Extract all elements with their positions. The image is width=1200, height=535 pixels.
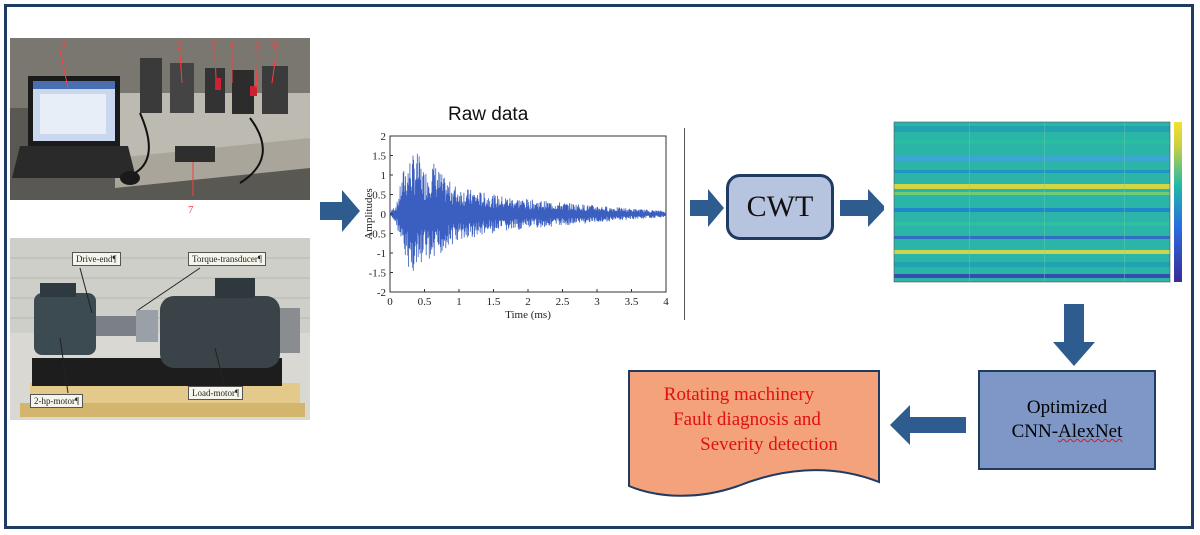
left-arrow-icon [890,405,966,445]
x-tick-label: 0.5 [418,296,432,308]
scalogram-band [894,126,1170,132]
callout-number: 4 [229,40,235,52]
scalogram-band [894,250,1170,254]
callout-number: 3 [211,40,217,52]
y-tick-label: -2 [377,287,386,299]
scalogram-band [894,262,1170,267]
x-tick-label: 0 [387,296,393,308]
motor-rig-photo: Drive-end¶ Torque-transducer¶ 2-hp-motor… [10,238,310,420]
right-arrow-icon [690,189,724,227]
y-tick-label: -1 [377,248,386,260]
result-line-3: Severity detection [700,434,838,455]
scalogram-band [894,222,1170,226]
colorbar [1174,122,1182,282]
scalogram-band [894,156,1170,161]
component-label: Torque-transducer¶ [188,252,266,266]
callout-number: 1 [61,38,67,50]
scalogram-band [894,140,1170,144]
cwt-box: CWT [726,174,834,240]
x-tick-label: 3.5 [625,296,639,308]
y-tick-label: 1 [381,170,387,182]
result-line-1: Rotating machinery [663,384,815,405]
x-tick-label: 2.5 [556,296,570,308]
x-tick-label: 2 [525,296,531,308]
scalogram-seam [969,122,970,282]
scalogram-band [894,192,1170,195]
x-tick-label: 4 [663,296,669,308]
raw-data-title: Raw data [448,104,529,125]
callout-number: 6 [272,40,278,52]
callout-number: 7 [188,204,194,216]
figure-frame [4,4,1194,529]
scalogram-seam [1044,122,1045,282]
x-tick-label: 1.5 [487,296,501,308]
y-tick-label: -0.5 [369,229,387,241]
y-tick-label: 2 [381,131,387,143]
component-label: Load-motor¶ [188,386,244,400]
right-arrow-icon [320,190,360,232]
right-arrow-icon [840,189,886,227]
y-tick-label: 0.5 [372,190,386,202]
y-tick-label: 1.5 [372,151,386,163]
scalogram-seam [1124,122,1125,282]
divider-line [684,128,685,320]
cnn-line-2-name: AlexNet [1058,421,1123,442]
test-rig-photo: 1 2 3 4 5 6 [10,38,310,200]
component-label: 2-hp-motor¶ [30,394,84,408]
result-document-box: Rotating machinery Fault diagnosis and S… [628,370,880,500]
cnn-line-1: Optimized [1026,397,1108,419]
cwt-scalogram [884,112,1190,298]
scalogram-band [894,208,1170,212]
x-tick-label: 1 [456,296,462,308]
signal-series-line [389,153,667,271]
callout-number: 2 [177,40,183,52]
scalogram-band [894,274,1170,278]
result-line-2: Fault diagnosis and [673,409,821,430]
callout-number: 5 [254,40,260,52]
scalogram-band [894,236,1170,239]
down-arrow-icon [1053,304,1095,366]
scalogram-band [894,184,1170,189]
scalogram-band [894,170,1170,173]
cnn-line-2-prefix: CNN- [1011,421,1059,442]
cwt-label: CWT [746,190,814,223]
y-tick-label: -1.5 [369,268,387,280]
component-label: Drive-end¶ [72,252,121,266]
cnn-alexnet-box: Optimized CNN-AlexNet [978,370,1156,470]
x-tick-label: 3 [594,296,600,308]
y-axis-label: Amplitudes [363,188,375,239]
y-tick-label: 0 [381,209,387,221]
x-axis-label: Time (ms) [505,309,551,321]
